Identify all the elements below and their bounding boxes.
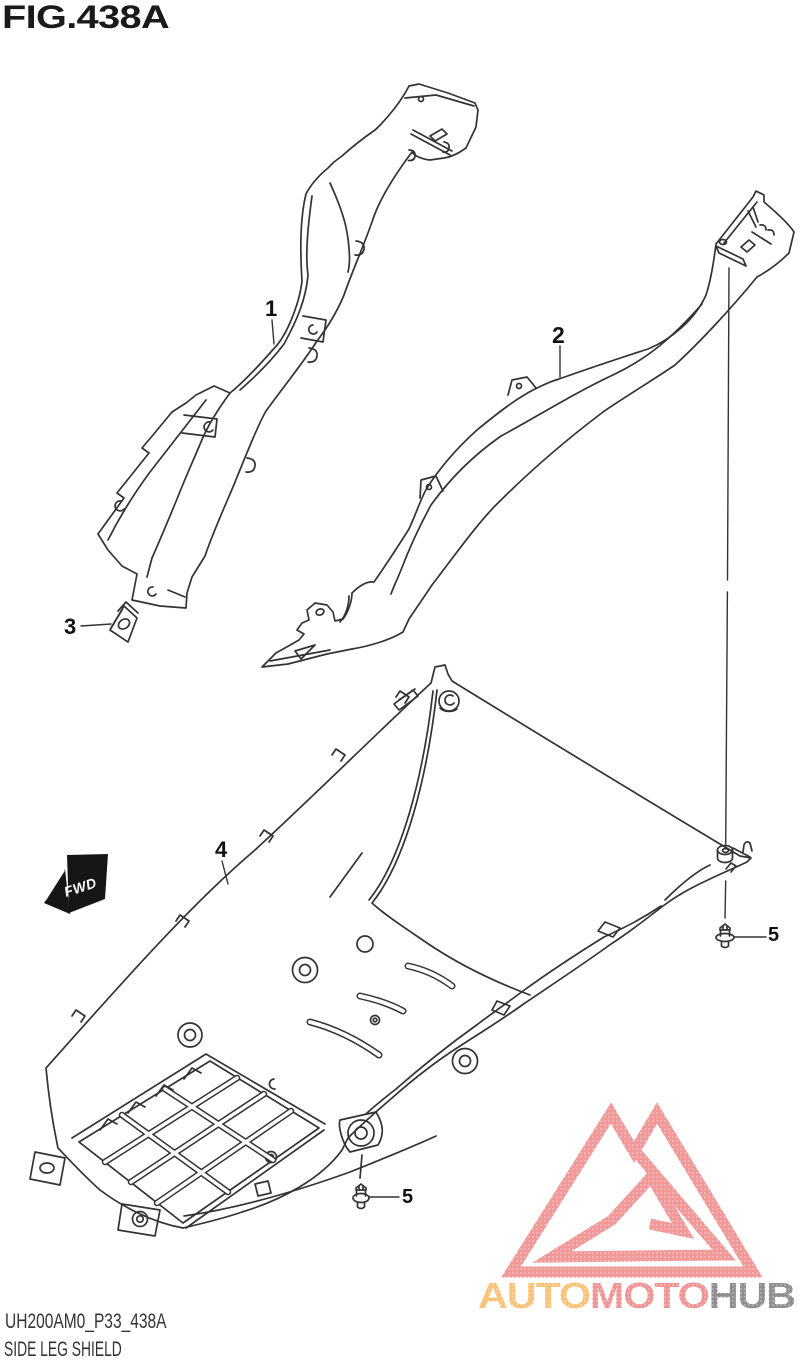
svg-text:5: 5 (402, 1186, 413, 1208)
svg-text:3: 3 (64, 614, 76, 639)
svg-text:2: 2 (552, 322, 565, 348)
svg-text:1: 1 (265, 296, 277, 321)
svg-text:5: 5 (768, 924, 779, 946)
svg-text:SIDE LEG SHIELD: SIDE LEG SHIELD (4, 1337, 122, 1360)
svg-text:4: 4 (215, 837, 228, 862)
svg-text:UH200AM0_P33_438A: UH200AM0_P33_438A (5, 1309, 167, 1334)
svg-text:FIG.438A: FIG.438A (2, 0, 170, 35)
